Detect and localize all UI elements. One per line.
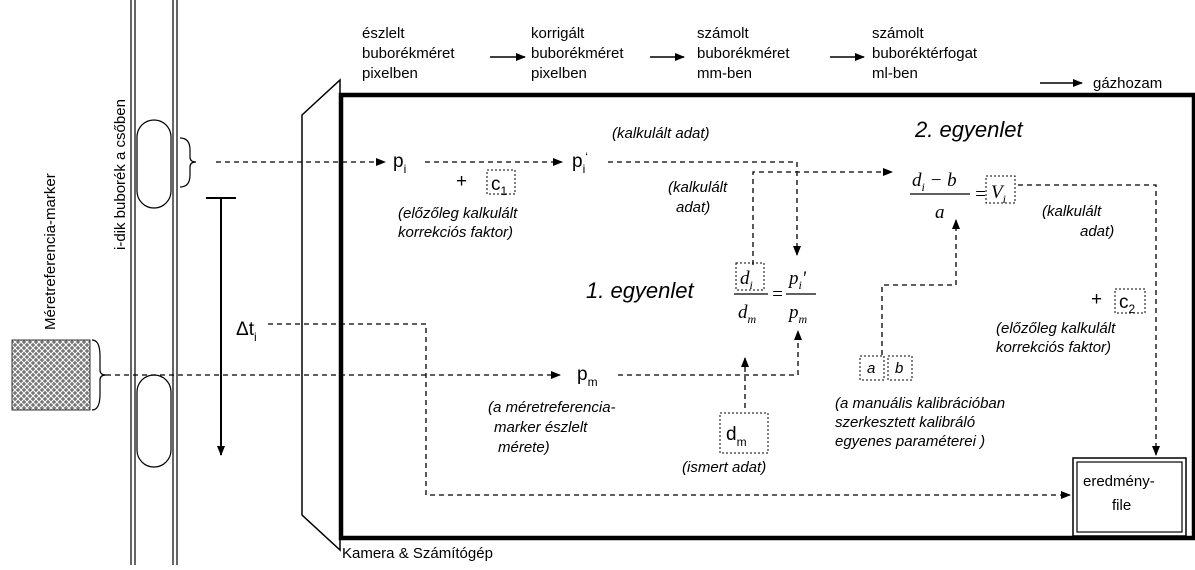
c1-symbol: c1 xyxy=(491,174,508,198)
p-m: pm xyxy=(577,364,598,389)
tube-label: i-dik buborék a csőben xyxy=(112,99,129,250)
box-caption: Kamera & Számítógép xyxy=(342,545,493,562)
camera-lens xyxy=(301,78,341,552)
delta-t-label: Δti xyxy=(236,319,257,344)
svg-text:=: = xyxy=(974,184,987,205)
dt-to-result-arrow xyxy=(268,323,1071,499)
di-to-eq2-arrow xyxy=(752,168,893,265)
bubble-i xyxy=(136,119,172,209)
result-file-label: eredmény-file xyxy=(1083,473,1155,514)
c1-box xyxy=(486,169,516,195)
reference-marker xyxy=(11,339,91,411)
plus-c2: + xyxy=(1091,289,1102,310)
known-note: (ismert adat) xyxy=(682,459,766,476)
bubble-next xyxy=(136,374,172,468)
vi-to-result-arrow xyxy=(1018,184,1160,456)
svg-text:gázhozam: gázhozam xyxy=(1093,75,1162,92)
piprime-to-eq1-arrow xyxy=(608,161,801,256)
b-box xyxy=(887,355,913,381)
plus-c1: + xyxy=(456,171,467,192)
c2-symbol: c2 xyxy=(1119,292,1136,316)
svg-text:dm: dm xyxy=(738,302,757,326)
dm-box xyxy=(719,412,769,454)
marker-brace xyxy=(91,339,107,411)
c2-box xyxy=(1114,288,1146,314)
svg-text:di − b: di − b xyxy=(912,170,957,194)
a-box xyxy=(859,355,885,381)
svg-text:pm: pm xyxy=(787,302,808,326)
pm-to-eq1-arrow xyxy=(618,330,802,376)
b-symbol: b xyxy=(895,360,903,377)
a-symbol: a xyxy=(867,360,875,377)
svg-text:=: = xyxy=(771,284,784,305)
bubble-brace xyxy=(179,137,197,188)
svg-text:a: a xyxy=(935,202,945,223)
marker-side-label: Méretreferencia-marker xyxy=(42,173,59,330)
tube xyxy=(130,0,178,565)
p-i: pi xyxy=(393,151,406,176)
dm-symbol: dm xyxy=(726,424,747,449)
svg-text:Vi: Vi xyxy=(991,182,1006,206)
equation1-label: 1. egyenlet xyxy=(586,278,695,303)
calc-top-note: (kalkulált adat) xyxy=(612,125,710,142)
p-i-prime: pi‘ xyxy=(572,150,588,176)
equation1: di dm = pi' pm xyxy=(734,262,816,326)
camera-computer-box xyxy=(338,92,1195,541)
equation2: di − b a = Vi xyxy=(910,170,1016,223)
svg-text:pi': pi' xyxy=(787,268,807,292)
svg-text:di: di xyxy=(740,268,753,292)
ab-to-eq2-arrow xyxy=(881,219,960,355)
result-file-box xyxy=(1072,457,1187,537)
equation2-label: 2. egyenlet xyxy=(914,117,1024,142)
